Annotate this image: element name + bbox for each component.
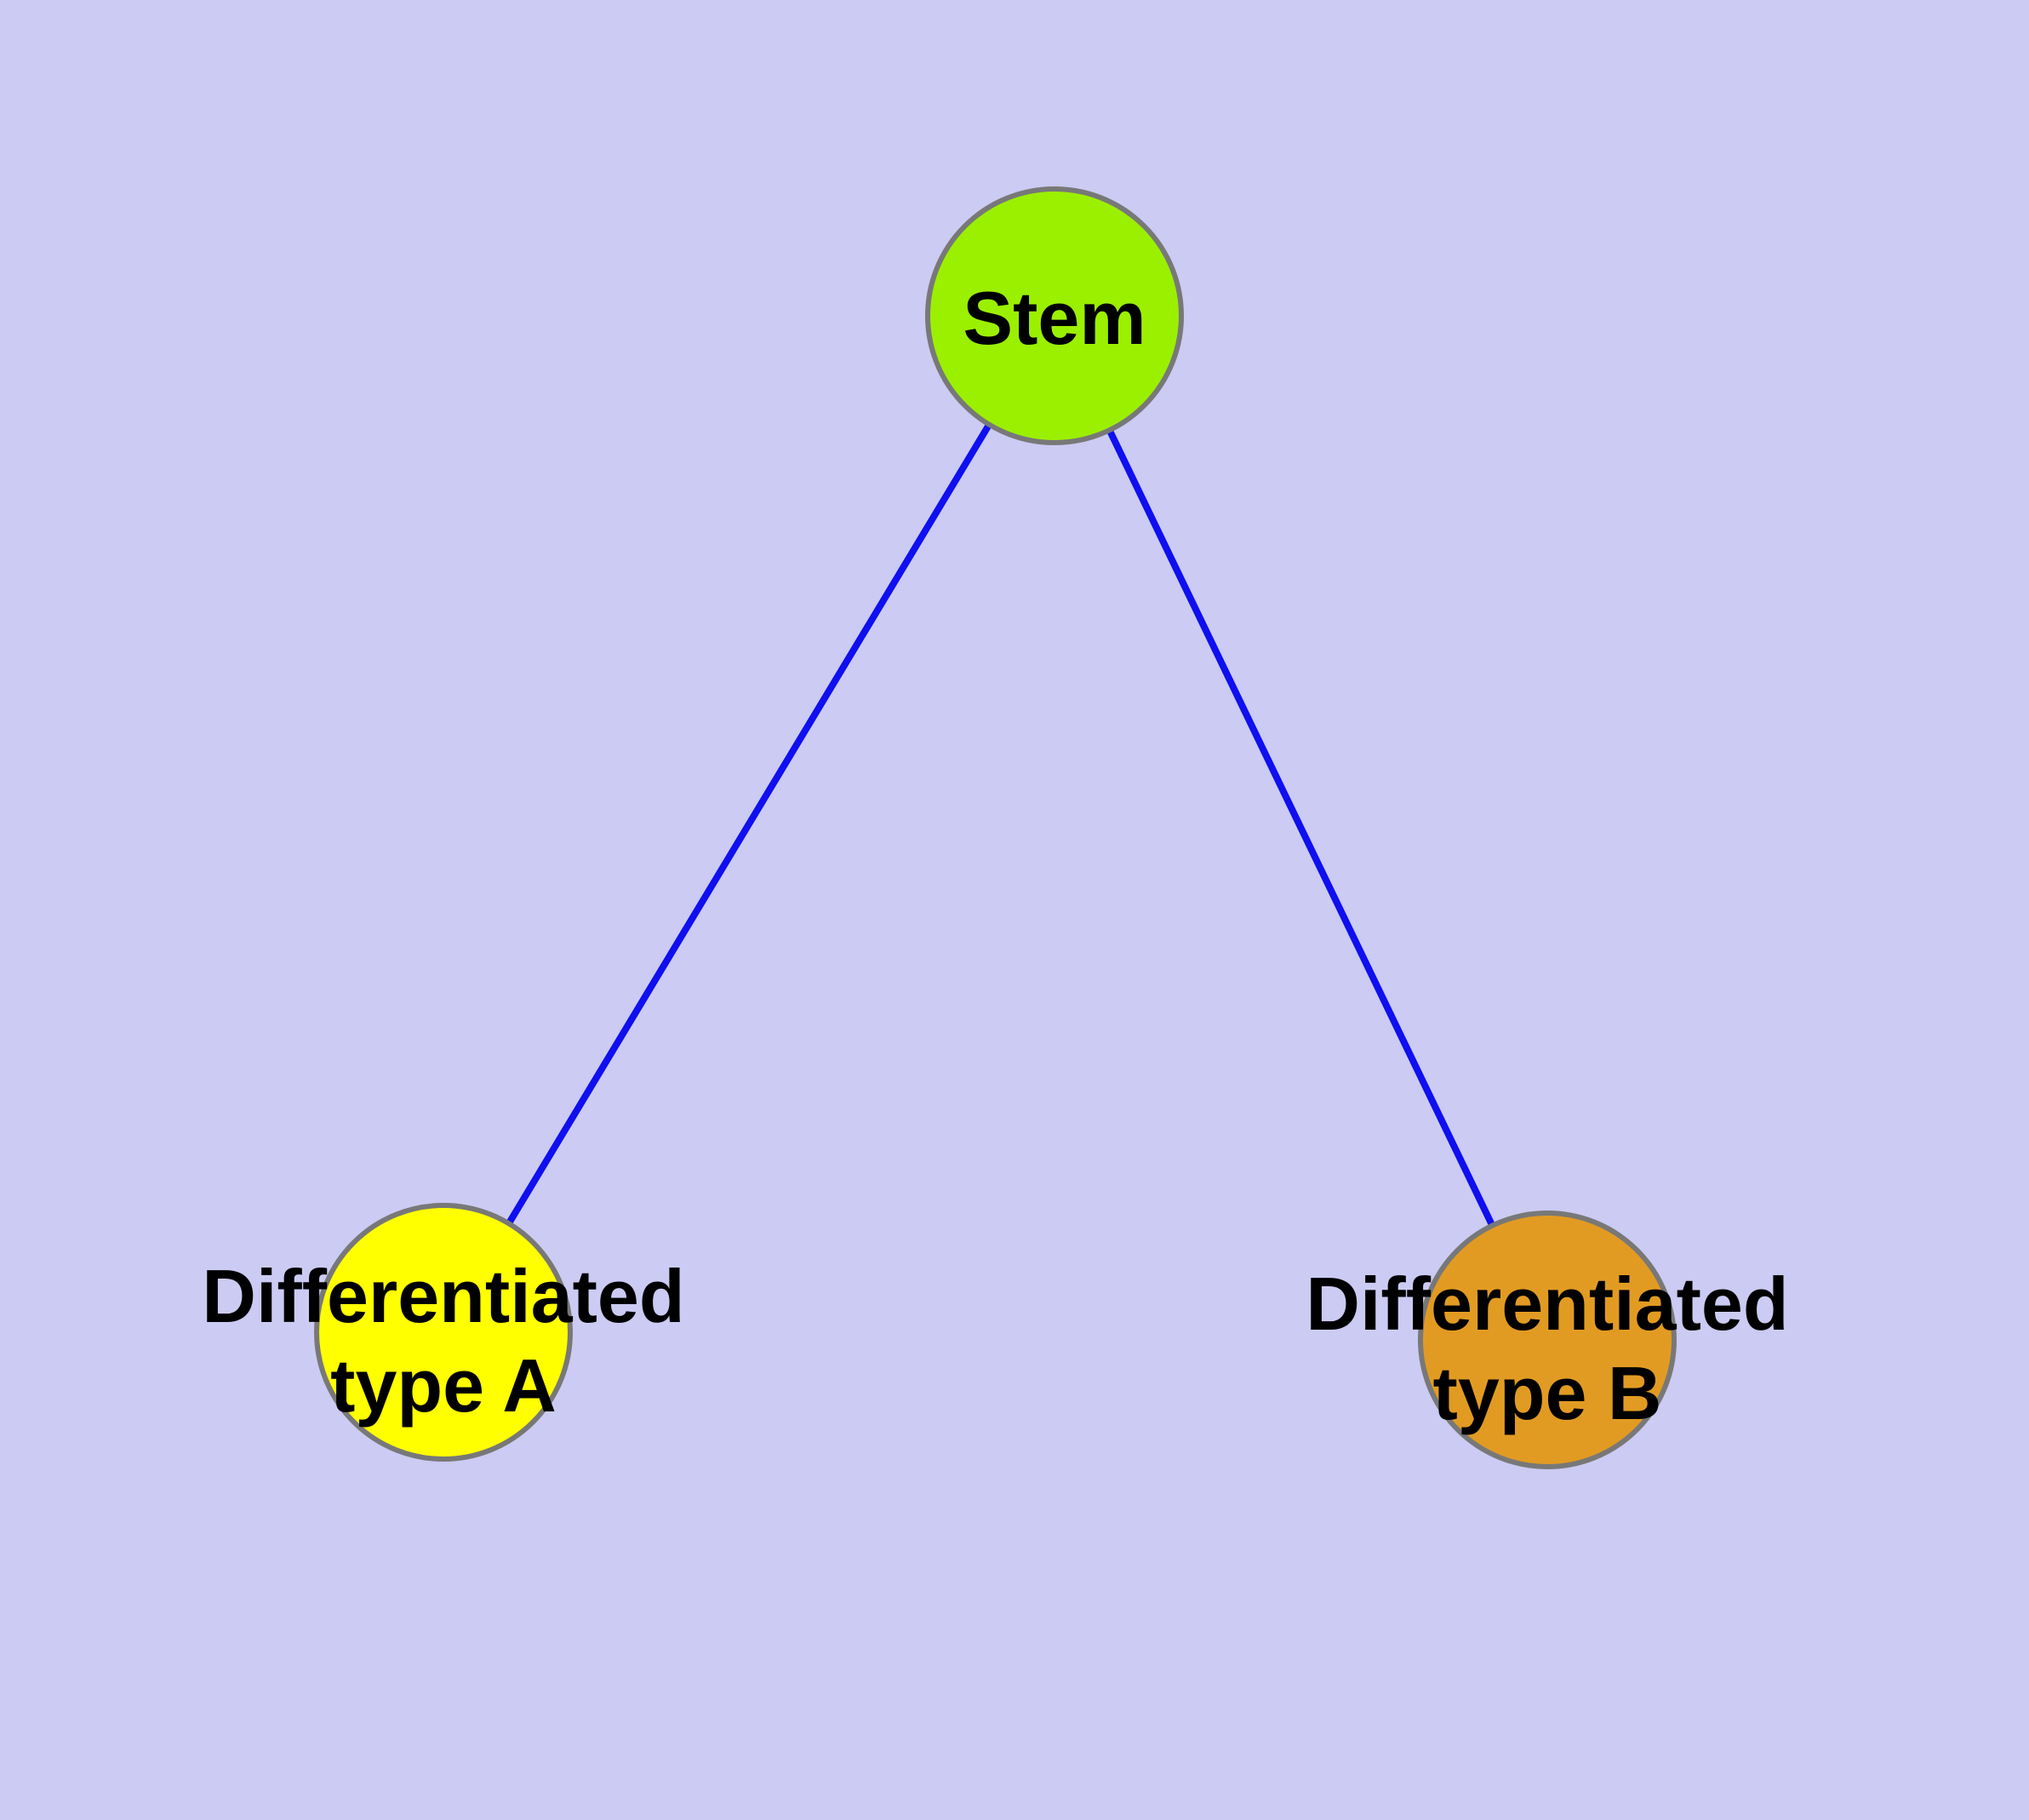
node-type-a-label-line2: type A bbox=[330, 1343, 557, 1428]
node-differentiated-type-b bbox=[1418, 1210, 1677, 1469]
node-type-b-label-line1: Differentiated bbox=[1306, 1262, 1788, 1346]
node-type-a-label-line1: Differentiated bbox=[202, 1254, 684, 1338]
edge-stem-to-type-a bbox=[440, 313, 1058, 1335]
edge-stem-to-type-b bbox=[1051, 314, 1551, 1342]
node-type-b-label-line2: type B bbox=[1433, 1351, 1662, 1435]
node-differentiated-type-a bbox=[314, 1203, 573, 1462]
node-stem bbox=[925, 186, 1184, 445]
node-stem-label: Stem bbox=[963, 276, 1146, 360]
